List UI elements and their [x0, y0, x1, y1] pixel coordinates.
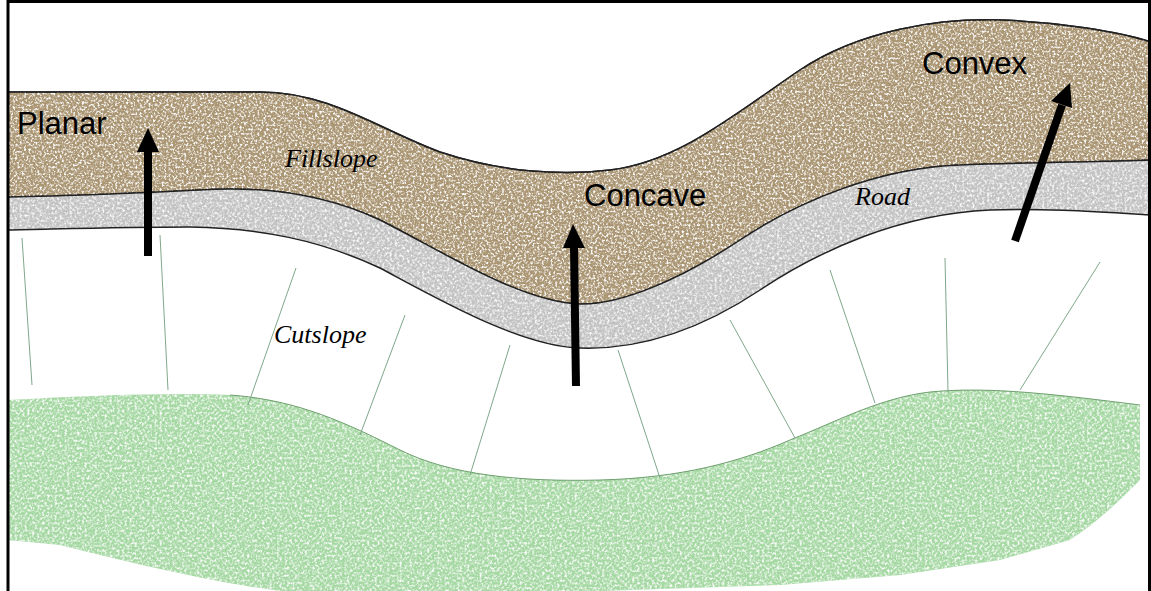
vegetation-texture: [8, 390, 1140, 591]
slope-arrows: [137, 83, 1072, 386]
vegetation: [8, 390, 1140, 591]
road-band: [8, 160, 1151, 348]
frame: [8, 2, 1150, 591]
fillslope-band: [8, 20, 1151, 304]
fillslope-texture: [8, 20, 1151, 304]
road-grain: [8, 160, 1151, 348]
road-texture: [8, 160, 1151, 348]
fillslope-crest: [8, 20, 1151, 173]
slope-type-label: Planar: [17, 108, 107, 139]
road-edge: [8, 160, 1151, 304]
region-label: Cutslope: [274, 322, 366, 348]
slope-type-label: Concave: [584, 180, 706, 211]
slope-type-label: Convex: [922, 48, 1027, 79]
region-label: Road: [855, 184, 910, 210]
region-label: Fillslope: [285, 146, 377, 172]
road-edge: [8, 209, 1151, 348]
cutslope-toe: [230, 390, 1140, 480]
